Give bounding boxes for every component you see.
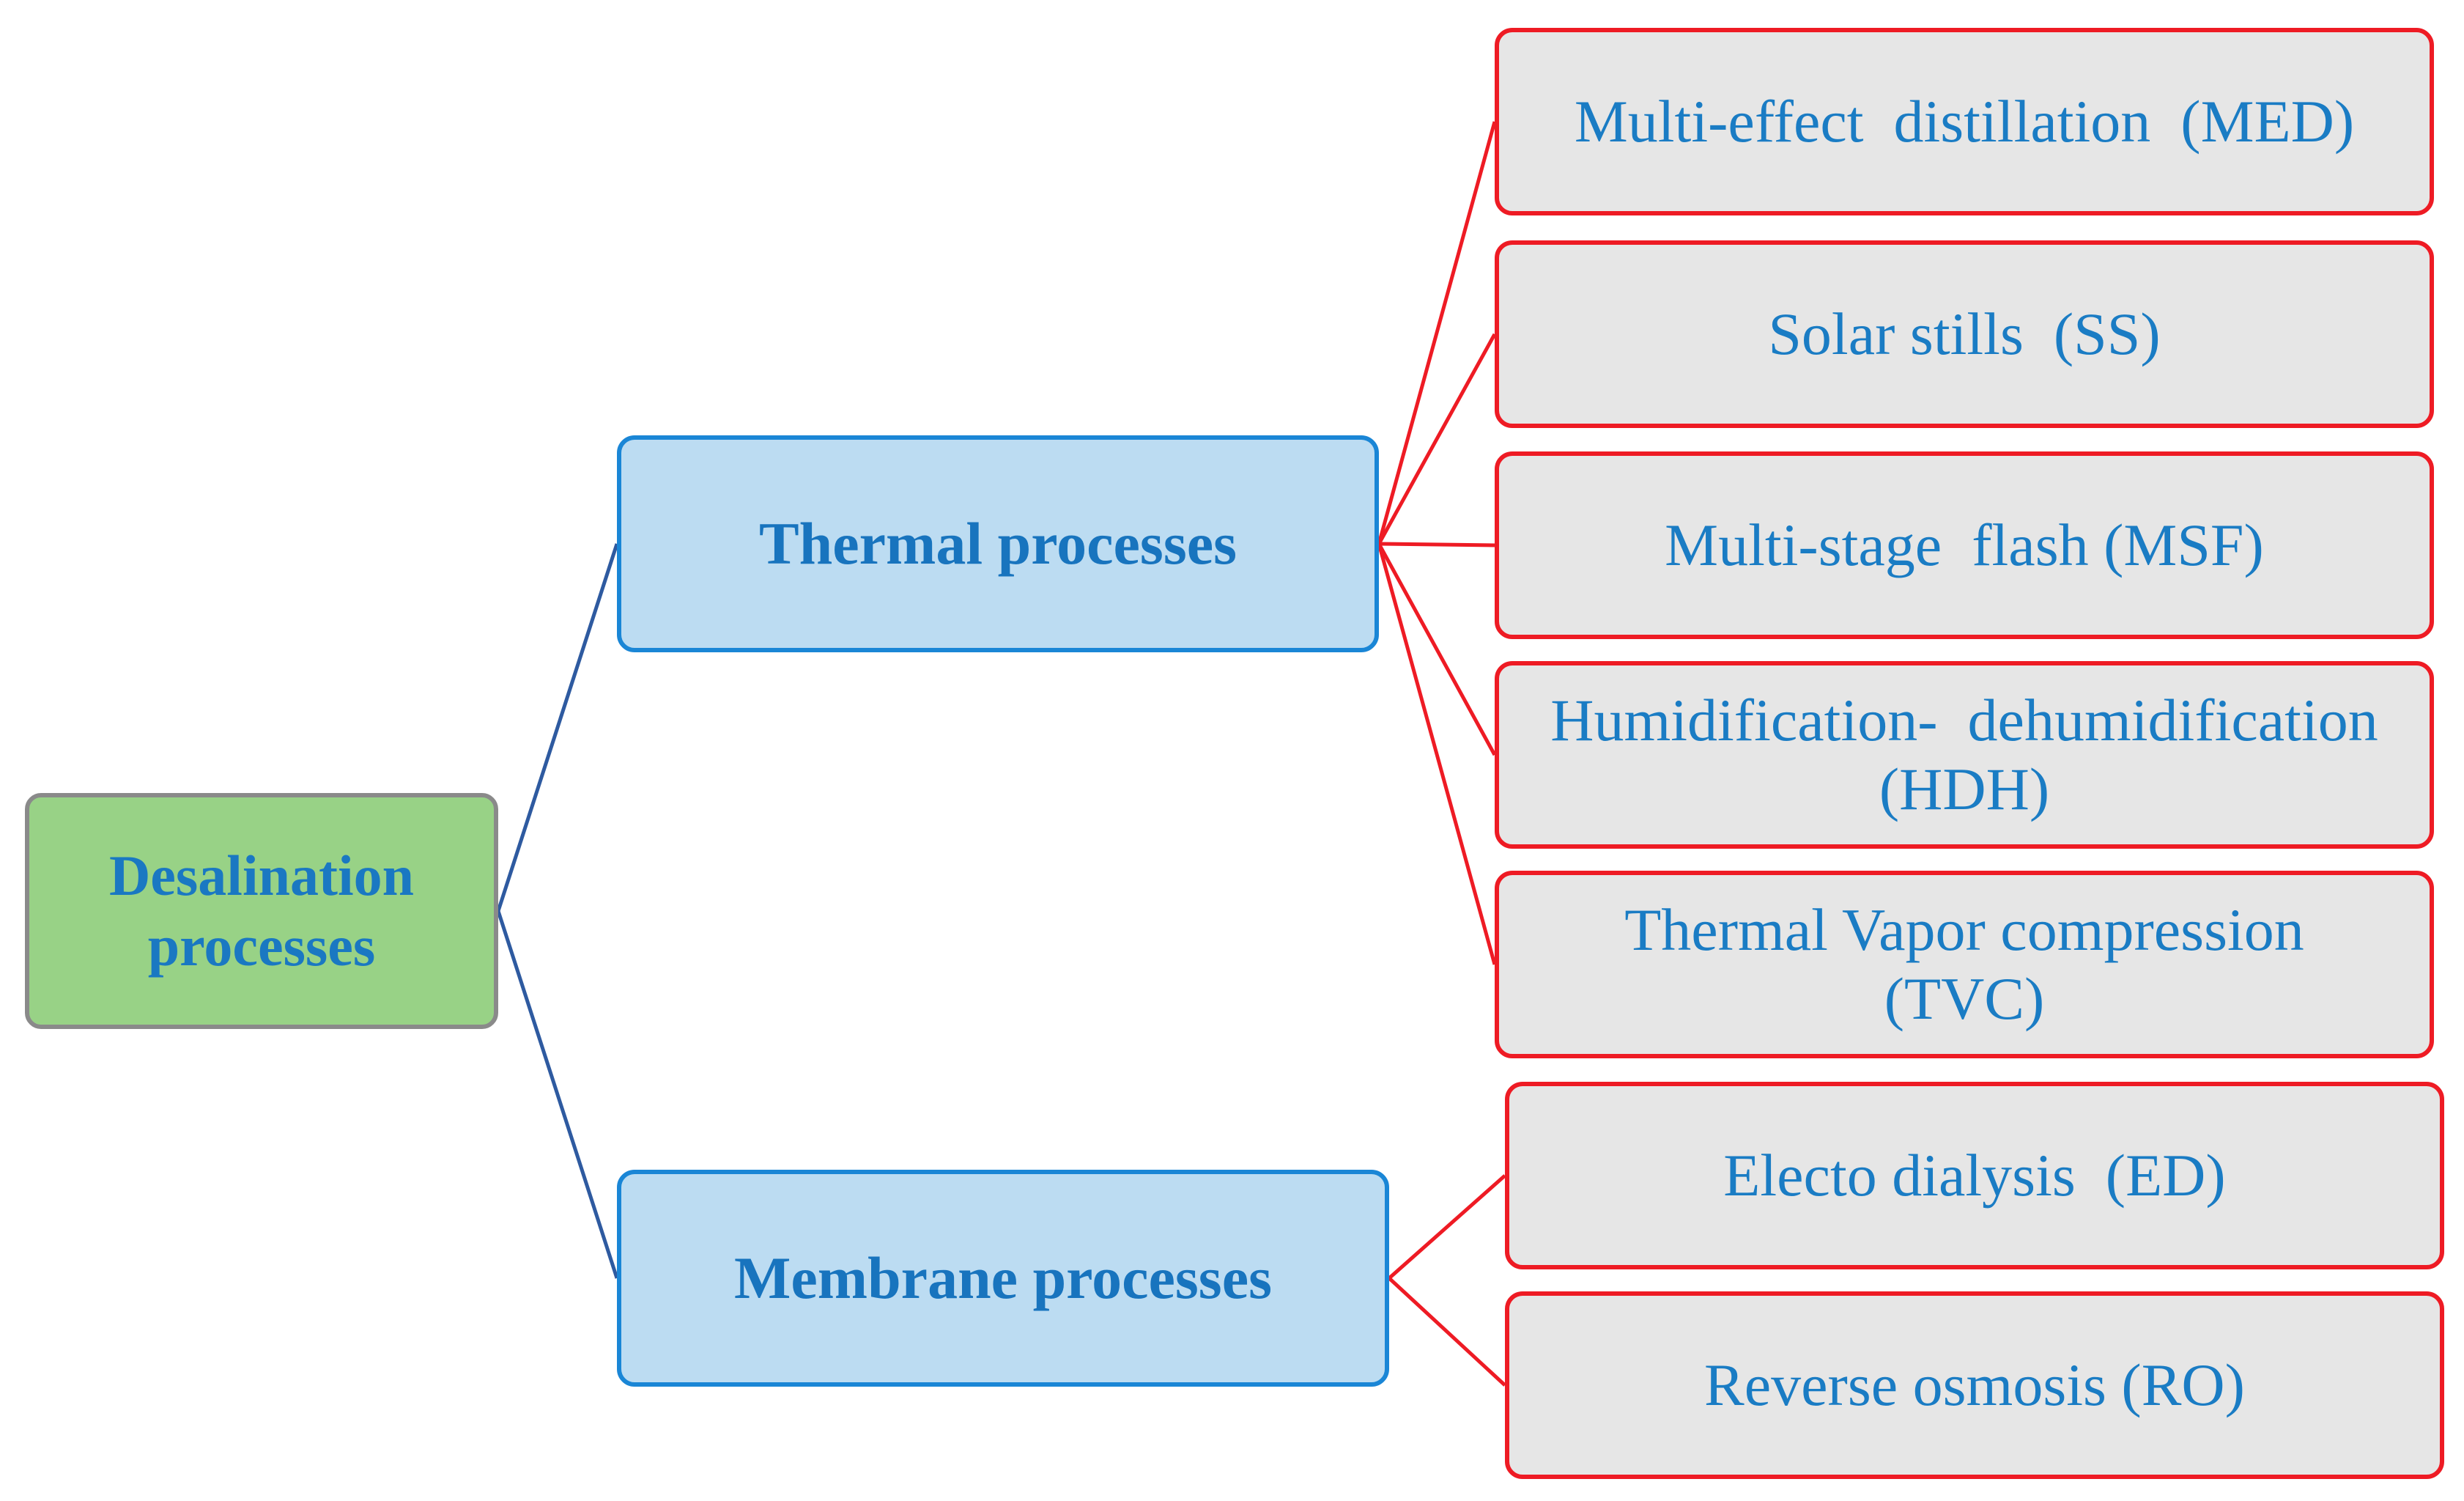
category-node-membrane-processes: Membrane processes bbox=[617, 1170, 1389, 1387]
connector-root-thermal bbox=[496, 543, 619, 912]
leaf-label-line1: Multi-stage flash (MSF) bbox=[1665, 512, 2264, 578]
category-node-thermal-processes: Thermal processes bbox=[617, 435, 1379, 652]
connector-membrane-ed bbox=[1388, 1174, 1506, 1280]
root-label-line2: processes bbox=[147, 914, 376, 978]
category-label: Thermal processes bbox=[758, 510, 1237, 577]
leaf-node-ss: Solar stills (SS) bbox=[1495, 240, 2434, 428]
connector-thermal-ss bbox=[1377, 333, 1497, 545]
connector-root-membrane bbox=[496, 910, 619, 1279]
leaf-label-line1: Thermal Vapor compression bbox=[1624, 896, 2304, 963]
connector-thermal-med bbox=[1377, 121, 1497, 545]
leaf-label-line1: Electo dialysis (ED) bbox=[1723, 1142, 2226, 1209]
leaf-label-line1: Humidification- dehumidification bbox=[1550, 687, 2378, 753]
leaf-node-tvc: Thermal Vapor compression (TVC) bbox=[1495, 871, 2434, 1058]
category-label: Membrane processes bbox=[733, 1244, 1273, 1311]
connector-thermal-msf bbox=[1378, 542, 1495, 547]
leaf-label-line2: (TVC) bbox=[1884, 965, 2045, 1032]
leaf-label-line1: Solar stills (SS) bbox=[1768, 300, 2161, 367]
leaf-node-msf: Multi-stage flash (MSF) bbox=[1495, 451, 2434, 639]
connector-thermal-tvc bbox=[1377, 543, 1497, 965]
leaf-label-line2: (HDH) bbox=[1879, 756, 2050, 822]
connector-membrane-ro bbox=[1388, 1277, 1506, 1387]
root-node-desalination-processes: Desalination processes bbox=[25, 793, 498, 1029]
leaf-node-med: Multi-effect distillation (MED) bbox=[1495, 28, 2434, 215]
root-label-line1: Desalination bbox=[108, 844, 415, 907]
leaf-node-ed: Electo dialysis (ED) bbox=[1505, 1082, 2444, 1269]
leaf-node-ro: Reverse osmosis (RO) bbox=[1505, 1291, 2444, 1479]
leaf-label-line1: Multi-effect distillation (MED) bbox=[1574, 88, 2355, 155]
connector-thermal-hdh bbox=[1377, 542, 1497, 756]
leaf-node-hdh: Humidification- dehumidification (HDH) bbox=[1495, 661, 2434, 849]
leaf-label-line1: Reverse osmosis (RO) bbox=[1704, 1351, 2245, 1418]
